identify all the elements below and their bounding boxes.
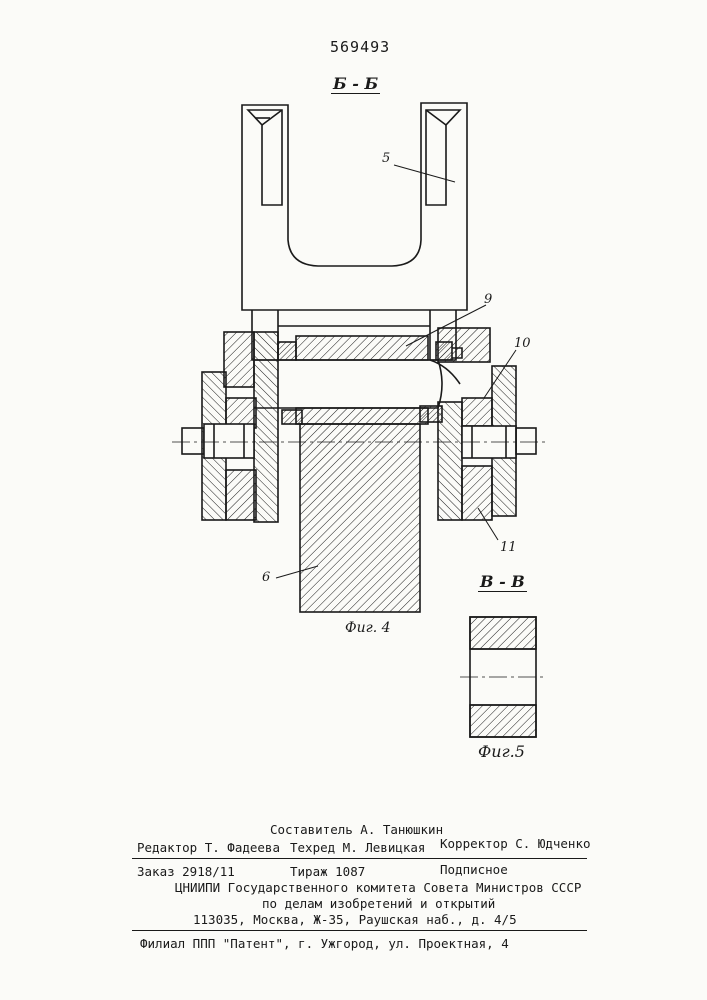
- label-part-11: 11: [500, 540, 517, 555]
- label-part-5: 5: [382, 151, 390, 166]
- right-flange-assembly: [420, 328, 516, 520]
- corrector-line: Корректор С. Юдченко: [440, 836, 591, 851]
- section-vv-drawing: [460, 617, 546, 737]
- imprint-divider-bottom: [132, 930, 587, 931]
- label-part-6: 6: [262, 570, 270, 585]
- lever-part-6: [300, 424, 420, 612]
- subscription-line: Подписное: [440, 862, 508, 877]
- imprint-divider-top: [132, 858, 587, 859]
- section-label-vv: В - В: [478, 572, 527, 592]
- address-line: 113035, Москва, Ж-35, Раушская наб., д. …: [193, 912, 517, 927]
- department-line: по делам изобретений и открытий: [262, 896, 495, 911]
- editor-line: Редактор Т. Фадеева: [137, 840, 280, 855]
- techred-line: Техред М. Левицкая: [290, 840, 425, 855]
- figure-5-caption: Фиг.5: [478, 742, 525, 761]
- label-part-10: 10: [514, 336, 531, 351]
- left-bolt: [182, 424, 254, 458]
- figure-4-caption: Фиг. 4: [345, 620, 391, 636]
- institute-line: ЦНИИПИ Государственного комитета Совета …: [175, 880, 581, 895]
- circulation-line: Тираж 1087: [290, 864, 365, 879]
- label-part-9: 9: [484, 292, 492, 307]
- order-line: Заказ 2918/11: [137, 864, 235, 879]
- fork-part-5: [242, 103, 467, 360]
- compiler-line: Составитель А. Танюшкин: [270, 822, 443, 837]
- branch-line: Филиал ППП "Патент", г. Ужгород, ул. Про…: [140, 936, 509, 951]
